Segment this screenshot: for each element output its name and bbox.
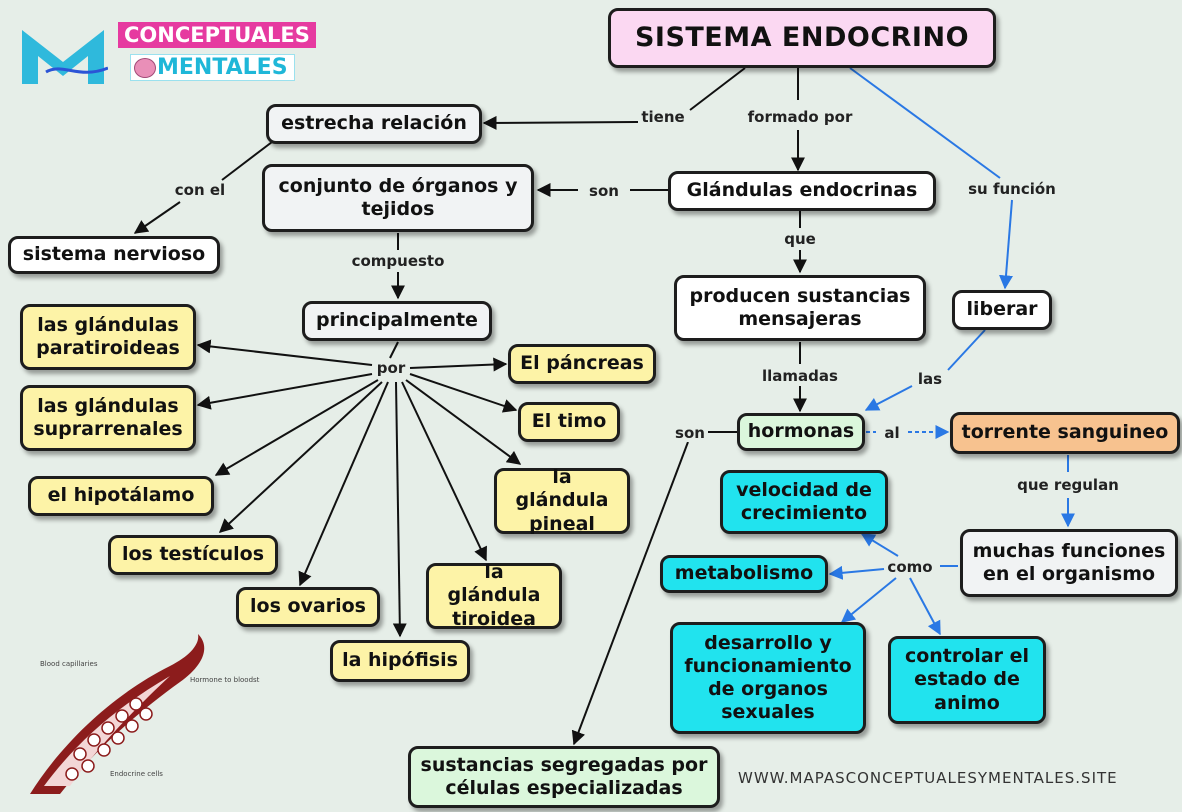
arrow-por-tiroidea: [401, 381, 487, 562]
link-label-como: como: [885, 558, 935, 576]
node-hormonas[interactable]: hormonas: [737, 413, 865, 451]
arrow-son-sustancias: [571, 441, 689, 746]
arrow-como-controlar: [909, 577, 941, 636]
illustration-label-right: Hormone to bloodstream: [190, 676, 260, 684]
link-label-compuesto: compuesto: [349, 252, 447, 270]
arrow-por-hipofisis: [392, 381, 407, 638]
node-torrente-sanguineo[interactable]: torrente sanguineo: [950, 412, 1180, 454]
arrow-por-ovarios: [298, 381, 389, 587]
node-ovarios[interactable]: los ovarios: [236, 587, 380, 627]
node-glandulas-endocrinas[interactable]: Glándulas endocrinas: [668, 171, 936, 211]
illustration-label-bottom: Endocrine cells: [110, 770, 163, 778]
arrow-por-paratiroideas: [196, 339, 373, 366]
node-glandulas-suprarrenales[interactable]: las glándulas suprarrenales: [20, 385, 196, 451]
node-glandula-tiroidea[interactable]: la glándula tiroidea: [426, 561, 562, 630]
node-principalmente[interactable]: principalmente: [302, 301, 492, 341]
node-glandula-pineal[interactable]: la glándula pineal: [494, 466, 630, 535]
node-producen-sustancias[interactable]: producen sustancias mensajeras: [674, 275, 926, 341]
arrow-tiene-estrecha: [482, 115, 639, 130]
node-sistema-endocrino[interactable]: SISTEMA ENDOCRINO: [608, 8, 996, 68]
node-muchas-funciones[interactable]: muchas funciones en el organismo: [960, 529, 1178, 597]
logo-m-mark: [22, 30, 108, 84]
arrow-por-hipotalamo: [214, 379, 379, 476]
arrow-conel-nervioso: [133, 201, 181, 234]
link-label-que: que: [782, 230, 818, 248]
link-label-son: son: [587, 182, 621, 200]
node-hipofisis[interactable]: la hipófisis: [330, 640, 470, 682]
node-conjunto-organos[interactable]: conjunto de órganos y tejidos: [262, 164, 534, 232]
link-label-llamadas: llamadas: [760, 367, 840, 385]
node-hipotalamo[interactable]: el hipotálamo: [28, 476, 214, 516]
arrow-como-metabolismo: [828, 565, 885, 580]
node-velocidad-crecimiento[interactable]: velocidad de crecimiento: [720, 470, 888, 534]
node-metabolismo[interactable]: metabolismo: [660, 555, 828, 593]
line-title-tiene: [689, 67, 746, 111]
node-sustancias-segregadas[interactable]: sustancias segregadas por células especi…: [408, 746, 720, 808]
arrow-por-pancreas: [409, 357, 508, 372]
site-logo[interactable]: CONCEPTUALES MENTALES: [18, 22, 316, 88]
arrow-las-hormonas: [864, 385, 913, 411]
arrow-como-desarrollo: [840, 577, 897, 623]
site-url-footer[interactable]: WWW.MAPASCONCEPTUALESYMENTALES.SITE: [738, 769, 1118, 787]
node-el-timo[interactable]: El timo: [518, 402, 620, 442]
logo-text-line1: CONCEPTUALES: [118, 22, 316, 48]
node-liberar[interactable]: liberar: [952, 290, 1052, 330]
arrow-sufuncion-liberar: [999, 199, 1013, 290]
line-principalmente-por: [389, 341, 399, 359]
arrow-por-pineal: [405, 379, 522, 465]
arrow-por-timo: [409, 373, 518, 413]
link-label-son-hormonas: son: [673, 424, 707, 442]
arrow-como-velocidad: [860, 533, 899, 557]
node-controlar-animo[interactable]: controlar el estado de animo: [888, 636, 1046, 724]
arrow-por-testiculos: [218, 381, 383, 533]
arrow-por-suprarrenales: [196, 373, 373, 410]
node-sistema-nervioso[interactable]: sistema nervioso: [8, 236, 220, 274]
link-label-tiene: tiene: [639, 108, 687, 126]
link-label-con-el: con el: [172, 181, 228, 199]
logo-text-line2: MENTALES: [130, 54, 295, 81]
link-label-su-funcion: su función: [966, 180, 1058, 198]
link-label-las: las: [915, 370, 945, 388]
node-desarrollo-organos[interactable]: desarrollo y funcionamiento de organos s…: [670, 622, 866, 734]
node-glandulas-paratiroideas[interactable]: las glándulas paratiroideas: [20, 304, 196, 370]
line-liberar-las: [947, 329, 986, 371]
brain-icon: [134, 58, 156, 78]
node-el-pancreas[interactable]: El páncreas: [508, 344, 656, 384]
link-label-al: al: [882, 424, 902, 442]
line-title-sufuncion: [849, 67, 1001, 179]
node-testiculos[interactable]: los testículos: [108, 535, 278, 575]
illustration-label-top: Blood capillaries: [40, 660, 98, 668]
node-estrecha-relacion[interactable]: estrecha relación: [266, 104, 482, 144]
line-estrecha-conel: [221, 141, 273, 181]
link-label-que-regulan: que regulan: [1015, 476, 1121, 494]
link-label-formado-por: formado por: [745, 108, 855, 126]
endocrine-cells-illustration: Blood capillaries Hormone to bloodstream…: [30, 634, 260, 794]
link-label-por: por: [374, 359, 408, 377]
